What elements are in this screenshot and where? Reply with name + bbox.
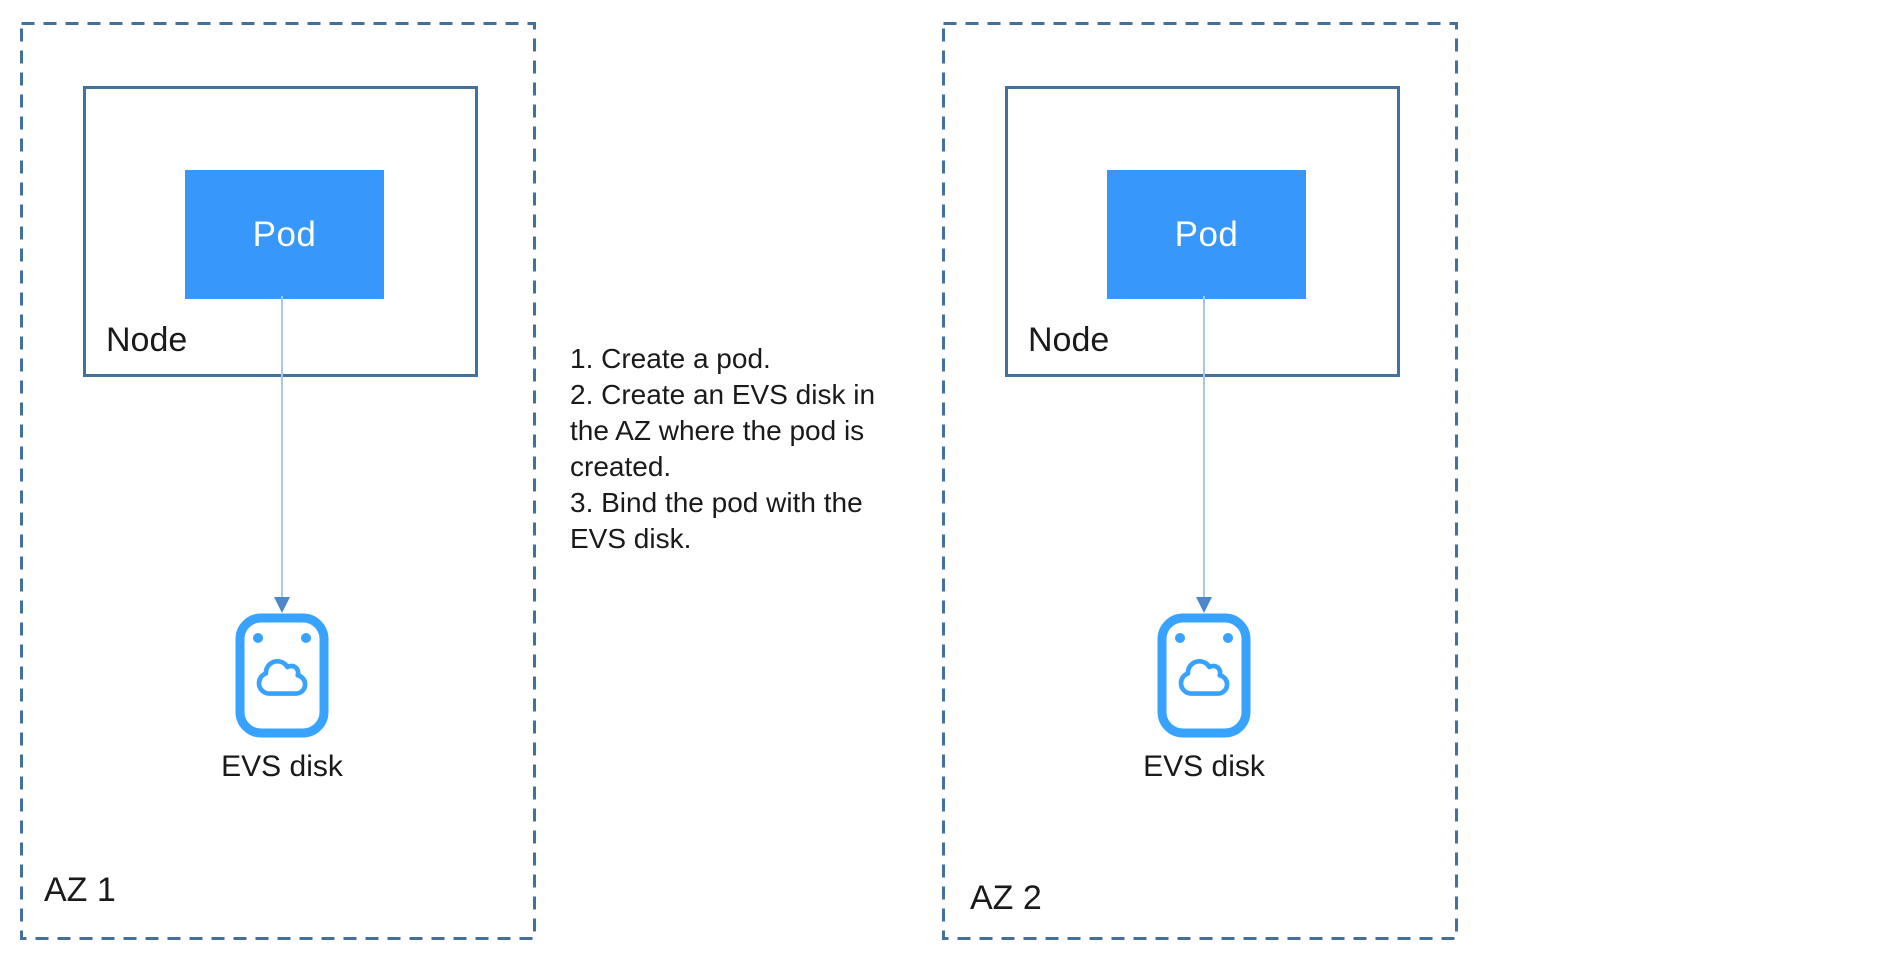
disk-dot-right <box>301 633 311 643</box>
instruction-line: created. <box>570 451 672 482</box>
instruction-line: 3. Bind the pod with the <box>570 487 863 518</box>
az1-evs-disk-icon <box>235 613 329 738</box>
cloud-icon <box>256 658 308 696</box>
az2-evs-disk-icon <box>1157 613 1251 738</box>
disk-outline <box>235 613 329 738</box>
az1-pod-box: Pod <box>185 170 384 299</box>
az2-pod-box: Pod <box>1107 170 1306 299</box>
az2-pod-label: Pod <box>1174 214 1239 254</box>
instruction-line: 1. Create a pod. <box>570 343 771 374</box>
disk-outline <box>1157 613 1251 738</box>
az1-node-box: Pod Node <box>83 86 478 377</box>
instructions-text: 1. Create a pod. 2. Create an EVS disk i… <box>570 341 960 557</box>
az2-pod-to-evs-connector <box>1203 296 1205 597</box>
az2-node-label: Node <box>1028 321 1110 359</box>
disk-dot-left <box>253 633 263 643</box>
instruction-line: 2. Create an EVS disk in <box>570 379 876 410</box>
az1-node-label: Node <box>106 321 188 359</box>
az2-evs-disk-label: EVS disk <box>1143 750 1265 783</box>
az1-arrow-down-icon <box>274 597 290 613</box>
az1-zone: Pod Node EVS disk AZ 1 <box>20 22 536 940</box>
az1-pod-to-evs-connector <box>281 296 283 597</box>
az2-arrow-down-icon <box>1196 597 1212 613</box>
az2-node-box: Pod Node <box>1005 86 1400 377</box>
cloud-icon <box>1178 658 1230 696</box>
az1-evs-disk-label: EVS disk <box>221 750 343 783</box>
az1-dashed-border <box>20 22 536 940</box>
disk-dot-left <box>1175 633 1185 643</box>
az2-dashed-border <box>942 22 1458 940</box>
instruction-line: the AZ where the pod is <box>570 415 865 446</box>
az2-label: AZ 2 <box>970 879 1042 917</box>
disk-dot-right <box>1223 633 1233 643</box>
az2-zone: Pod Node EVS disk AZ 2 <box>942 22 1458 940</box>
az1-pod-label: Pod <box>252 214 317 254</box>
instruction-line: EVS disk. <box>570 523 692 554</box>
az1-label: AZ 1 <box>44 871 116 909</box>
